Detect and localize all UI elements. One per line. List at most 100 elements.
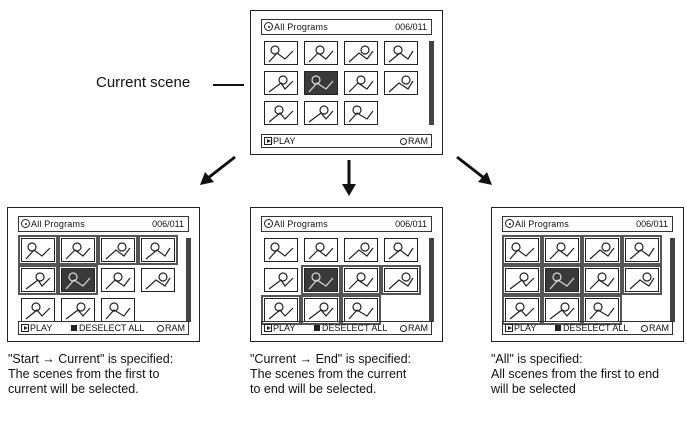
ram-indicator: RAM xyxy=(641,322,669,334)
ram-disc-icon xyxy=(400,325,407,332)
scene-image-icon xyxy=(308,242,334,260)
scrollbar[interactable] xyxy=(670,238,675,322)
scene-thumbnail[interactable] xyxy=(582,295,622,325)
scene-thumbnail[interactable] xyxy=(381,265,421,295)
scene-thumbnail[interactable] xyxy=(101,298,135,322)
scene-thumbnail[interactable] xyxy=(264,41,298,65)
current-scene-thumbnail[interactable] xyxy=(542,265,582,295)
scene-thumbnail[interactable] xyxy=(622,265,662,295)
ram-disc-icon xyxy=(400,138,407,145)
scene-thumbnail[interactable] xyxy=(384,41,418,65)
play-label: PLAY xyxy=(273,323,296,333)
scene-thumbnail[interactable] xyxy=(344,101,378,125)
play-button[interactable]: PLAY xyxy=(264,135,295,147)
ram-disc-icon xyxy=(157,325,164,332)
scrollbar[interactable] xyxy=(429,238,434,322)
scene-image-icon xyxy=(268,272,294,290)
play-button[interactable]: PLAY xyxy=(21,322,52,334)
scene-image-icon xyxy=(105,242,131,260)
scrollbar[interactable] xyxy=(429,41,434,125)
play-button[interactable]: PLAY xyxy=(505,322,536,334)
stop-icon xyxy=(314,325,320,331)
scene-thumbnail[interactable] xyxy=(21,298,55,322)
scene-image-icon xyxy=(25,272,51,290)
scene-thumbnail[interactable] xyxy=(582,265,622,295)
scene-counter: 006/011 xyxy=(395,22,427,32)
scene-thumbnail[interactable] xyxy=(304,101,338,125)
deselect-all-button[interactable]: DESELECT ALL xyxy=(555,322,628,334)
scene-thumbnail[interactable] xyxy=(101,268,135,292)
scene-image-icon xyxy=(589,302,615,320)
play-button[interactable]: PLAY xyxy=(264,322,295,334)
current-scene-thumbnail[interactable] xyxy=(304,71,338,95)
disc-icon xyxy=(264,219,273,228)
scene-thumbnail[interactable] xyxy=(141,268,175,292)
scrollbar[interactable] xyxy=(186,238,191,322)
scene-thumbnail[interactable] xyxy=(341,295,381,325)
scene-image-icon xyxy=(65,302,91,320)
scene-image-icon xyxy=(388,242,414,260)
play-icon xyxy=(21,324,29,332)
scene-image-icon xyxy=(549,302,575,320)
scene-image-icon xyxy=(589,242,615,260)
scene-thumbnail[interactable] xyxy=(502,295,542,325)
screen-title-text: All Programs xyxy=(274,219,328,229)
play-label: PLAY xyxy=(30,323,53,333)
scene-thumbnail[interactable] xyxy=(344,71,378,95)
scene-thumbnail[interactable] xyxy=(264,238,298,262)
scene-thumbnail[interactable] xyxy=(542,295,582,325)
scene-image-icon xyxy=(348,75,374,93)
screen-title-text: All Programs xyxy=(274,22,328,32)
scene-thumbnail[interactable] xyxy=(261,295,301,325)
scene-thumbnail[interactable] xyxy=(301,295,341,325)
scene-thumbnail[interactable] xyxy=(341,265,381,295)
scene-image-icon xyxy=(308,272,334,290)
scene-image-icon xyxy=(348,272,374,290)
scene-thumbnail[interactable] xyxy=(384,238,418,262)
deselect-all-button[interactable]: DESELECT ALL xyxy=(71,322,144,334)
scene-thumbnail[interactable] xyxy=(622,235,662,265)
scene-thumbnail[interactable] xyxy=(344,238,378,262)
disc-icon xyxy=(505,219,514,228)
caption-current-to-end: "Current → End" is specified: The scenes… xyxy=(250,352,411,397)
caption-start-to-current: "Start → Current" is specified: The scen… xyxy=(8,352,173,397)
caption-line: to end will be selected. xyxy=(250,382,377,396)
scene-image-icon xyxy=(388,45,414,63)
scene-image-icon xyxy=(348,302,374,320)
scene-thumbnail[interactable] xyxy=(542,235,582,265)
scene-thumbnail[interactable] xyxy=(61,298,95,322)
ram-disc-icon xyxy=(641,325,648,332)
scene-thumbnail[interactable] xyxy=(344,41,378,65)
scene-thumbnail[interactable] xyxy=(304,41,338,65)
deselect-label: DESELECT ALL xyxy=(322,323,388,333)
scene-thumbnail[interactable] xyxy=(138,235,178,265)
screen-title: All Programs xyxy=(505,217,569,231)
scene-thumbnail[interactable] xyxy=(264,101,298,125)
stop-icon xyxy=(555,325,561,331)
caption-line: "Current → End" is specified: xyxy=(250,352,412,366)
scene-thumbnail[interactable] xyxy=(58,235,98,265)
current-scene-thumbnail[interactable] xyxy=(301,265,341,295)
caption-line: The scenes from the current xyxy=(250,367,407,381)
caption-line: "All" is specified: xyxy=(491,352,583,366)
caption-line: current will be selected. xyxy=(8,382,139,396)
scene-thumbnail[interactable] xyxy=(502,265,542,295)
ram-label: RAM xyxy=(408,136,428,146)
scene-thumbnail[interactable] xyxy=(98,235,138,265)
scene-thumbnail[interactable] xyxy=(18,265,58,295)
play-label: PLAY xyxy=(273,136,296,146)
scene-image-icon xyxy=(348,105,374,123)
scene-thumbnail[interactable] xyxy=(304,238,338,262)
scene-image-icon xyxy=(145,272,171,290)
scene-thumbnail[interactable] xyxy=(384,71,418,95)
scene-thumbnail[interactable] xyxy=(582,235,622,265)
disc-icon xyxy=(21,219,30,228)
scene-thumbnail[interactable] xyxy=(502,235,542,265)
scene-image-icon xyxy=(105,302,131,320)
scene-thumbnail[interactable] xyxy=(18,235,58,265)
current-scene-thumbnail[interactable] xyxy=(58,265,98,295)
scene-thumbnail[interactable] xyxy=(264,71,298,95)
deselect-all-button[interactable]: DESELECT ALL xyxy=(314,322,387,334)
scene-thumbnail[interactable] xyxy=(264,268,298,292)
